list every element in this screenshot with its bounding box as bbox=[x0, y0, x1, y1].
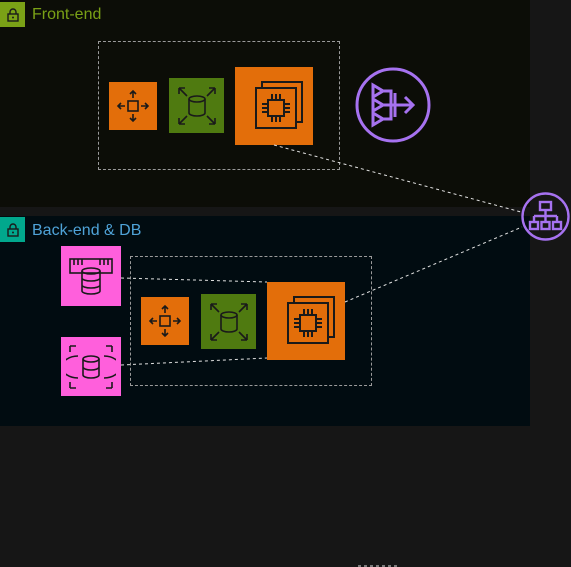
connector-cache-to-backend-ec2 bbox=[120, 277, 268, 283]
database-memory-icon bbox=[61, 246, 121, 306]
lock-icon bbox=[0, 217, 25, 242]
frontend-autoscaling-group bbox=[98, 41, 340, 170]
frontend-group: Front-end bbox=[0, 0, 530, 207]
lock-icon bbox=[0, 2, 25, 27]
backend-autoscaling-group bbox=[130, 256, 372, 386]
rds-database-icon bbox=[61, 337, 121, 396]
auto-scaling-icon bbox=[141, 297, 189, 345]
connector-frontend-ec2-to-alb bbox=[273, 144, 522, 213]
storage-icon bbox=[201, 294, 256, 349]
network-load-balancer-icon bbox=[355, 67, 431, 143]
ec2-instance-icon bbox=[235, 67, 313, 145]
connector-rds-to-backend-ec2 bbox=[120, 357, 268, 366]
frontend-group-label: Front-end bbox=[32, 6, 102, 23]
connector-backend-ec2-to-alb bbox=[344, 226, 523, 303]
application-load-balancer-icon bbox=[521, 192, 570, 241]
backend-group: Back-end & DB bbox=[0, 216, 530, 426]
auto-scaling-icon bbox=[109, 82, 157, 130]
storage-icon bbox=[169, 78, 224, 133]
backend-group-label: Back-end & DB bbox=[32, 222, 142, 239]
ec2-instance-icon bbox=[267, 282, 345, 360]
